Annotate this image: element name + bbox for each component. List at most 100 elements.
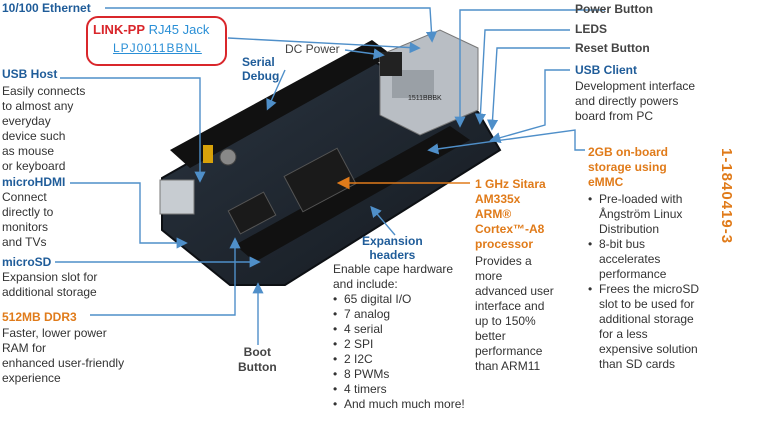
list-item: 7 analog [333, 307, 465, 322]
emmc-feature-list: Pre-loaded with Ångström Linux Distribut… [588, 192, 699, 372]
emmc-heading-line: storage using [588, 160, 667, 174]
microhdmi-desc-line: and TVs [2, 235, 47, 249]
emmc-heading-line: 2GB on-board [588, 145, 668, 159]
ethernet-arrow [105, 7, 438, 43]
sitara-desc-line: Provides a [475, 254, 532, 268]
top-expansion-header [170, 40, 392, 168]
microsd-desc-line: Expansion slot for [2, 270, 98, 284]
ddr3-desc-line: experience [2, 371, 61, 385]
emmc-list-line: performance [599, 267, 667, 281]
microsd-desc-line: additional storage [2, 285, 97, 299]
usb-client-desc-line: board from PC [575, 109, 654, 123]
usb-client-heading: USB Client [575, 63, 638, 77]
expansion-feature-list: 65 digital I/O 7 analog 4 serial 2 SPI 2… [333, 292, 465, 412]
expansion-description: Enable cape hardware and include: [333, 262, 453, 292]
usb-host-desc-line: as mouse [2, 144, 55, 158]
list-item: 4 serial [333, 322, 465, 337]
expansion-headers-heading: Expansion headers [362, 234, 423, 262]
usb-host-port [159, 179, 195, 215]
link-pp-jack: RJ45 Jack [148, 22, 210, 37]
emmc-list-line: expensive solution [599, 342, 698, 356]
serial-debug-line1: Serial [242, 55, 275, 69]
usb-host-desc-line: to almost any [2, 99, 74, 113]
power-button-label: Power Button [575, 2, 653, 16]
expansion-arrow [370, 205, 396, 236]
list-item: Frees the microSD slot to be used for ad… [588, 282, 699, 372]
usb-client-desc-line: Development interface [575, 79, 696, 93]
microsd-heading: microSD [2, 255, 52, 269]
emmc-heading-line: eMMC [588, 175, 624, 189]
dc-jack [380, 52, 402, 76]
emmc-list-line: Distribution [599, 222, 660, 236]
list-item: Pre-loaded with Ångström Linux Distribut… [588, 192, 699, 237]
reset-button-arrow [486, 47, 570, 131]
processor-chip [283, 147, 357, 213]
link-pp-part-link[interactable]: LPJ0011BBNL [113, 41, 202, 55]
ddr3-arrow [90, 237, 241, 316]
serial-debug-line2: Debug [242, 69, 280, 83]
ethernet-jack: 1511BBBK [379, 29, 479, 136]
led-component [203, 145, 213, 163]
list-item: And much much more! [333, 397, 465, 412]
usb-host-desc-line: or keyboard [2, 159, 66, 173]
ddr3-desc-line: RAM for [2, 341, 47, 355]
sitara-desc-line: performance [475, 344, 543, 358]
dc-power-arrow [344, 48, 385, 60]
list-item: 2 SPI [333, 337, 465, 352]
capacitor [219, 148, 237, 166]
list-item: 8-bit bus accelerates performance [588, 237, 699, 282]
link-pp-title: LINK-PP RJ45 Jack [93, 22, 209, 37]
ddr3-desc-line: enhanced user-friendly [2, 356, 125, 370]
sitara-desc-line: better [475, 329, 506, 343]
list-item: 65 digital I/O [333, 292, 465, 307]
usb-client-description: Development interface and directly power… [575, 79, 695, 124]
leds-arrow [474, 29, 570, 125]
board-silkscreen: 1511BBBK [408, 95, 442, 102]
emmc-list-line: Pre-loaded with [599, 192, 683, 206]
serial-debug-label: Serial Debug [242, 55, 279, 83]
sitara-heading-line: 1 GHz Sitara [475, 177, 546, 191]
expansion-desc-line: Enable cape hardware [333, 262, 454, 276]
boot-button-label: Boot Button [238, 345, 277, 375]
emmc-list-line: for a less [599, 327, 648, 341]
ddr3-heading: 512MB DDR3 [2, 310, 77, 324]
sitara-desc-line: interface and [475, 299, 545, 313]
usb-host-description: Easily connects to almost any everyday d… [2, 84, 85, 174]
emmc-list-line: Frees the microSD [599, 282, 700, 296]
emmc-list-line: additional storage [599, 312, 694, 326]
boot-label-line2: Button [238, 360, 277, 374]
vertical-part-code: 1-1840419-3 [718, 148, 735, 245]
usb-host-heading: USB Host [2, 67, 58, 81]
list-item: 8 PWMs [333, 367, 465, 382]
bottom-expansion-header [235, 126, 470, 262]
usb-client-desc-line: and directly powers [575, 94, 679, 108]
sitara-heading: 1 GHz Sitara AM335x ARM® Cortex™-A8 proc… [475, 177, 546, 252]
sitara-heading-line: Cortex™-A8 [475, 222, 545, 236]
emmc-list-line: than SD cards [599, 357, 676, 371]
usb-client-arrow [489, 69, 570, 144]
usb-host-desc-line: Easily connects [2, 84, 86, 98]
beaglebone-board: 1511BBBK [159, 29, 502, 286]
power-button-arrow [454, 9, 605, 128]
dc-power-label: DC Power [285, 42, 340, 56]
sitara-desc-line: more [475, 269, 503, 283]
reset-button-label: Reset Button [575, 41, 650, 55]
list-item: 2 I2C [333, 352, 465, 367]
emmc-arrow [427, 129, 585, 155]
ddr3-chip [227, 191, 277, 235]
serial-debug-arrow [266, 69, 286, 111]
microhdmi-arrow [70, 182, 188, 249]
emmc-list-line: slot to be used for [599, 297, 695, 311]
microhdmi-desc-line: monitors [2, 220, 49, 234]
sitara-desc-line: than ARM11 [475, 359, 541, 373]
expansion-heading-line2: headers [369, 248, 416, 262]
link-pp-callout [86, 16, 227, 66]
emmc-list-line: Ångström Linux [599, 207, 683, 221]
emmc-list-line: 8-bit bus [599, 237, 646, 251]
linkpp-arrow [227, 37, 421, 54]
sitara-heading-line: ARM® [475, 207, 512, 221]
usb-host-desc-line: device such [2, 129, 66, 143]
ddr3-description: Faster, lower power RAM for enhanced use… [2, 326, 124, 386]
microsd-description: Expansion slot for additional storage [2, 270, 97, 300]
